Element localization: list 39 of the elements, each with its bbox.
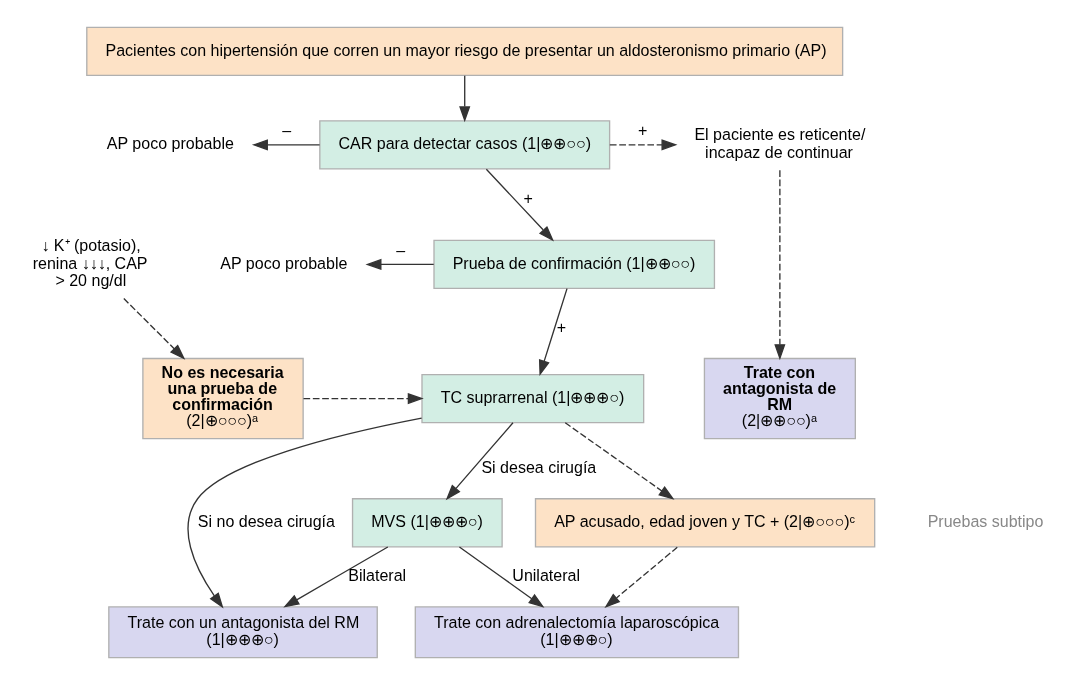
node-box: Pacientes con hipertensión que corren un mayor riesgo de presentar un aldosteronismo primario (AP) <box>86 26 844 77</box>
arrow <box>604 546 678 608</box>
arrow <box>445 422 514 501</box>
node-box: No es necesaria una prueba de confirmación (2|⊕○○○)ᵃ <box>142 357 304 440</box>
node-text: ↓ K⁺ (potasio), renina ↓↓↓, CAP > 20 ng/dl <box>32 236 148 289</box>
node-box: AP acusado, edad joven y TC + (2|⊕○○○)ᶜ <box>534 498 876 548</box>
node-box: Trate con antagonista de RM (2|⊕⊕○○)ᵃ <box>703 357 856 440</box>
arrow <box>774 169 786 361</box>
node-text: AP poco probable <box>220 253 348 272</box>
arrow <box>564 422 675 500</box>
edge-label: + <box>556 317 567 336</box>
node-box: MVS (1|⊕⊕⊕○) <box>351 498 503 548</box>
edge-label: Si no desea cirugía <box>197 511 335 530</box>
arrow <box>365 258 435 270</box>
arrow <box>302 392 424 405</box>
arrow <box>283 546 389 608</box>
node-box: CAR para detectar casos (1|⊕⊕○○) <box>319 120 611 170</box>
arrow <box>123 297 186 360</box>
edge-label: + <box>523 189 533 208</box>
node-box: Trate con un antagonista del RM (1|⊕⊕⊕○) <box>108 606 378 659</box>
arrow <box>187 417 423 609</box>
node-text: AP poco probable <box>106 134 234 152</box>
edge-label: – <box>396 240 406 259</box>
node-box: Trate con adrenalectomía laparoscópica (1|⊕⊕⊕○) <box>414 606 740 659</box>
edge-label: Unilateral <box>512 566 581 585</box>
node-box: Prueba de confirmación (1|⊕⊕○○) <box>433 239 716 290</box>
edge-label: Si desea cirugía <box>481 457 597 476</box>
node-box: TC suprarrenal (1|⊕⊕⊕○) <box>421 373 645 424</box>
arrow <box>458 546 545 608</box>
node-text: El paciente es reticente/ incapaz de continuar <box>694 125 866 161</box>
arrow <box>609 139 678 151</box>
arrow <box>251 139 321 151</box>
edge-label: – <box>282 121 292 140</box>
edge-label: + <box>637 121 648 140</box>
label: Pruebas subtipo <box>927 511 1044 530</box>
arrow <box>538 287 568 377</box>
arrow <box>485 168 554 242</box>
arrow <box>459 74 471 123</box>
edge-label: Bilateral <box>348 566 407 585</box>
